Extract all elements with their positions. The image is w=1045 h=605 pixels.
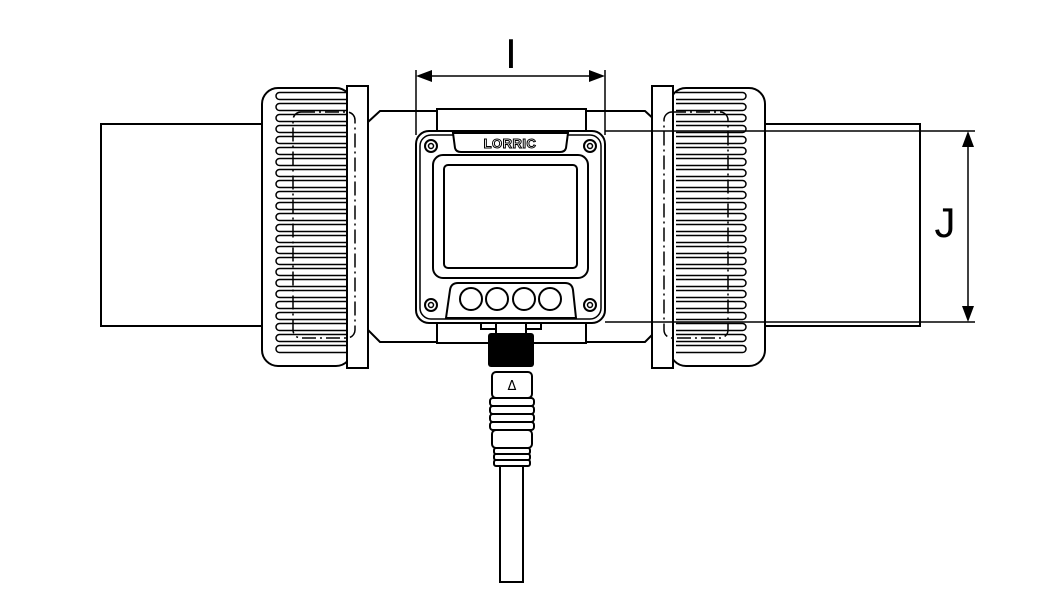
rib [275,344,346,354]
rib [676,146,747,156]
rib [676,124,747,134]
rib [275,146,346,156]
rib [676,311,747,321]
rib [676,190,747,200]
screw-icons [424,139,597,312]
cable-connector: Δ [480,322,542,583]
rib [676,256,747,266]
rib [275,322,346,332]
dimension-i: I [415,30,606,135]
right-union-nut [651,85,766,369]
button-3 [512,287,536,311]
rib [275,190,346,200]
button-2 [485,287,509,311]
rib [676,333,747,343]
right-pipe [759,123,921,327]
rib [676,102,747,112]
rib [275,267,346,277]
rib [275,102,346,112]
rib [275,289,346,299]
rib [275,311,346,321]
rib [676,135,747,145]
rib [676,344,747,354]
rib [275,91,346,101]
rib [676,322,747,332]
rib [676,168,747,178]
rib [676,267,747,277]
dimension-j: J [605,130,975,323]
rib [275,212,346,222]
rib [275,135,346,145]
rib [676,91,747,101]
rib [676,113,747,123]
logo-tab [451,132,570,153]
rib [676,278,747,288]
rib [275,124,346,134]
left-union-nut [261,85,369,369]
left-pipe [100,123,267,327]
button-1 [459,287,483,311]
brand-logo: LORRIC [484,136,537,151]
nut-ribs [275,91,747,354]
rib [275,223,346,233]
rib [275,113,346,123]
dimension-label-i: I [505,30,517,77]
screen [443,164,578,269]
rib [275,234,346,244]
rib [676,179,747,189]
display-housing: LORRIC [415,130,606,324]
triangle-marker-icon: Δ [508,379,517,394]
rib [676,201,747,211]
rib [676,234,747,244]
rib [275,245,346,255]
button-4 [538,287,562,311]
rib [676,223,747,233]
dimension-label-j: J [935,199,956,246]
rib [275,333,346,343]
rib [676,212,747,222]
rib [275,157,346,167]
rib [275,201,346,211]
rib [275,300,346,310]
rib [676,245,747,255]
rib [275,256,346,266]
rib [275,278,346,288]
rib [676,289,747,299]
rib [676,157,747,167]
rib [676,300,747,310]
cable [499,465,524,583]
rib [275,179,346,189]
rib [275,168,346,178]
